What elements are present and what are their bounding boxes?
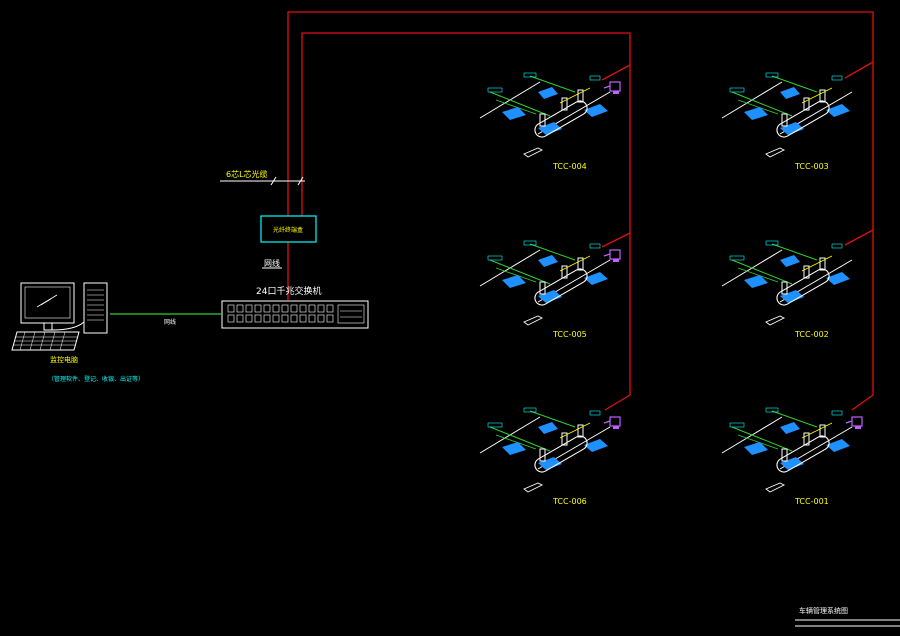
feed-tcc-002 <box>844 229 874 246</box>
outer-fiber-run <box>287 11 874 411</box>
switch-port <box>254 304 262 313</box>
title-block: 车辆管理系统图 <box>795 606 900 627</box>
station-label: TCC-002 <box>794 330 829 339</box>
monitor <box>20 282 75 324</box>
switch-port <box>263 304 271 313</box>
feed-tcc-004 <box>601 64 631 81</box>
switch-port <box>290 314 298 323</box>
switch-port <box>227 304 235 313</box>
mouse-cable <box>51 321 85 331</box>
switch-label: 24口千兆交换机 <box>256 285 321 297</box>
switch-port <box>236 314 244 323</box>
feed-tcc-003 <box>844 61 874 79</box>
switch-port <box>281 314 289 323</box>
switch-port <box>254 314 262 323</box>
station-label: TCC-003 <box>794 162 829 171</box>
switch-port <box>308 314 316 323</box>
station-tcc-006: TCC-006 <box>479 407 621 506</box>
fiber-label: 6芯L芯光缆 <box>226 169 268 179</box>
switch-port <box>227 314 235 323</box>
pc-switch-cable: 网线 <box>110 313 222 326</box>
drawing-title: 车辆管理系统图 <box>799 606 848 615</box>
red-wiring <box>287 11 874 411</box>
switch-port <box>299 304 307 313</box>
switch-port <box>245 304 253 313</box>
station-label: TCC-001 <box>794 497 829 506</box>
switch-port <box>317 314 325 323</box>
switch-24-port: 24口千兆交换机 <box>221 285 369 329</box>
switch-port <box>317 304 325 313</box>
station-tcc-003: TCC-003 <box>721 72 853 171</box>
station-label: TCC-006 <box>552 497 587 506</box>
fiber-label-group: 6芯L芯光缆 <box>220 169 305 186</box>
station-tcc-004: TCC-004 <box>479 72 621 171</box>
inner-fiber-run <box>301 32 631 411</box>
switch-port <box>263 314 271 323</box>
switch-port <box>326 304 334 313</box>
keyboard <box>11 331 80 351</box>
station-tcc-005: TCC-005 <box>479 240 621 339</box>
net-cable-top-label: 网线 <box>264 258 280 268</box>
pc-subtitle: （管理软件、登记、收银、出证等） <box>48 375 144 383</box>
switch-port <box>281 304 289 313</box>
switch-port <box>236 304 244 313</box>
switch-port <box>272 314 280 323</box>
switch-port <box>308 304 316 313</box>
pc-tower <box>83 282 108 334</box>
station-tcc-002: TCC-002 <box>721 240 853 339</box>
switch-port <box>290 304 298 313</box>
fiber-box-label: 光纤终端盒 <box>273 226 303 234</box>
pc-title: 监控电脑 <box>50 355 78 364</box>
station-tcc-001: TCC-001 <box>721 407 863 506</box>
switch-port <box>245 314 253 323</box>
switch-port <box>299 314 307 323</box>
station-label: TCC-004 <box>552 162 587 171</box>
feed-tcc-005 <box>601 232 631 248</box>
net-cable-left-label: 网线 <box>164 318 176 326</box>
switch-port <box>326 314 334 323</box>
monitoring-pc <box>11 282 108 351</box>
switch-port <box>272 304 280 313</box>
fiber-terminal-box: 光纤终端盒 <box>260 215 317 243</box>
station-label: TCC-005 <box>552 330 587 339</box>
net-cable-top-group: 网线 <box>262 258 282 269</box>
